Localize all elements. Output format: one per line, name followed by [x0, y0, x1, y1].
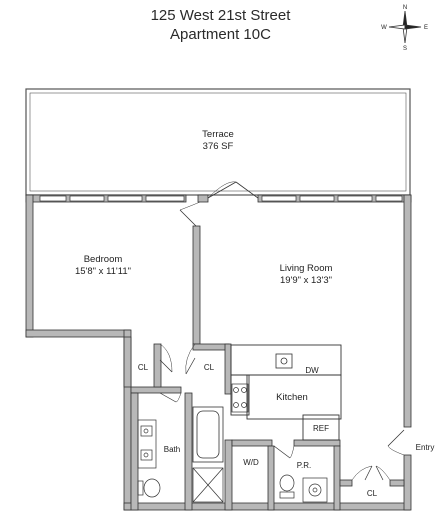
exterior-walls — [25, 194, 412, 511]
entry-door — [387, 429, 405, 456]
kitchen-counters — [230, 344, 342, 441]
powder-room-fixtures — [279, 474, 328, 503]
dishwasher-label: DW — [305, 366, 319, 375]
hall-closet-label: CL — [204, 363, 215, 372]
compass-east-label: E — [424, 25, 428, 31]
bathtub — [192, 406, 224, 463]
interior-walls — [123, 225, 405, 511]
bedroom-dimensions: 15'8" x 11'11" — [75, 266, 131, 277]
entry-label: Entry — [416, 443, 435, 452]
entry-closet-label: CL — [367, 489, 378, 498]
terrace-windows — [39, 195, 403, 202]
powder-room-door — [273, 445, 295, 459]
bath-door — [159, 392, 182, 403]
bath-toilet — [137, 478, 161, 498]
bath-vanity-sinks — [137, 419, 157, 469]
terrace-label: Terrace — [202, 129, 234, 140]
living-room-label: Living Room — [280, 263, 333, 274]
terrace-area: 376 SF — [203, 141, 234, 152]
plan-unit: Apartment 10C — [170, 26, 271, 43]
compass-north-label: N — [403, 5, 407, 11]
terrace-door — [207, 181, 259, 199]
washer-dryer-label: W/D — [243, 458, 259, 467]
bath-label: Bath — [164, 445, 180, 454]
refrigerator-label: REF — [313, 424, 329, 433]
bedroom-closet-label: CL — [138, 363, 149, 372]
compass-rose: N S E W — [381, 5, 428, 52]
powder-room-label: P.R. — [297, 461, 312, 470]
kitchen-label: Kitchen — [276, 392, 308, 403]
bedroom-label: Bedroom — [84, 254, 123, 265]
plan-address: 125 West 21st Street — [150, 7, 291, 24]
bedroom-door — [179, 201, 201, 227]
compass-west-label: W — [381, 25, 387, 31]
cooktop — [231, 383, 249, 413]
kitchen-sink — [275, 353, 293, 369]
terrace-outline — [25, 88, 411, 196]
living-room-dimensions: 19'9" x 13'3" — [280, 275, 332, 286]
compass-south-label: S — [403, 46, 407, 52]
closet-doors — [159, 343, 391, 481]
shower — [192, 467, 224, 503]
